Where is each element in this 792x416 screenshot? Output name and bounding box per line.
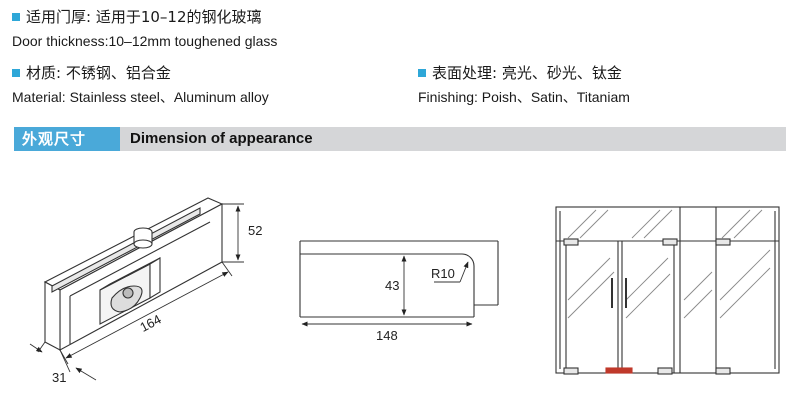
section-title-en: Dimension of appearance	[130, 130, 313, 147]
material-cn: 材质: 不锈钢、铝合金	[26, 64, 171, 82]
fitting-width-label: 31	[52, 370, 66, 385]
door-thickness-cn: 适用门厚: 适用于10–12的钢化玻璃	[26, 8, 262, 26]
profile-dimensions	[301, 255, 473, 327]
fitting-height-label: 52	[248, 223, 262, 238]
door-thickness-en: Door thickness:10–12mm toughened glass	[12, 33, 278, 49]
patch-fitting-drawing	[43, 197, 224, 351]
material-en: Material: Stainless steel、Aluminum alloy	[12, 89, 269, 105]
finishing-cn: 表面处理: 亮光、砂光、钛金	[432, 64, 622, 82]
profile-drawing	[299, 240, 499, 318]
finishing-en: Finishing: Poish、Satin、Titaniam	[418, 89, 630, 105]
finishing-spec: 表面处理: 亮光、砂光、钛金 Finishing: Poish、Satin、Ti…	[418, 64, 630, 106]
door-thickness-spec: 适用门厚: 适用于10–12的钢化玻璃 Door thickness:10–12…	[12, 8, 277, 50]
bullet-icon	[12, 69, 20, 77]
profile-length-label: 148	[376, 328, 398, 343]
bullet-icon	[418, 69, 426, 77]
material-spec: 材质: 不锈钢、铝合金 Material: Stainless steel、Al…	[12, 64, 269, 106]
section-banner: 外观尺寸 Dimension of appearance	[14, 127, 786, 151]
bullet-icon	[12, 13, 20, 21]
section-title-cn: 外观尺寸	[14, 127, 120, 151]
profile-radius-label: R10	[431, 266, 455, 281]
door-installation-drawing	[555, 206, 780, 375]
fitting-dimensions	[29, 203, 244, 381]
fitting-length-label: 164	[137, 311, 163, 334]
profile-height-label: 43	[385, 278, 399, 293]
